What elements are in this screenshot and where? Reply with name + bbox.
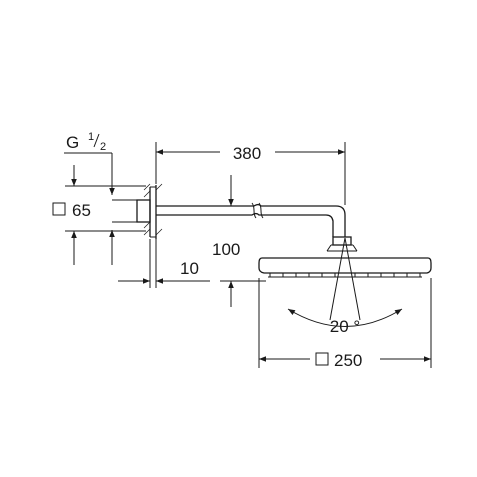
arm-connector: [326, 236, 358, 252]
wall-square-dimension: 65: [52, 165, 146, 265]
square-symbol: [315, 352, 329, 366]
spray-angle-annotation: 20 °: [287, 237, 403, 336]
spray-angle-label: 20 °: [330, 317, 360, 336]
head-square-dimension: 250: [258, 278, 432, 370]
thread-size-annotation: G 1 2: [64, 131, 115, 265]
head-square-label: 250: [334, 351, 362, 370]
thread-prefix: G: [66, 133, 79, 152]
thread-denominator: 2: [100, 141, 106, 153]
drop-label: 100: [212, 240, 240, 259]
thread-numerator: 1: [88, 131, 94, 143]
nozzle-row: [269, 273, 421, 277]
drop-dimension: 100: [212, 175, 266, 307]
square-symbol: [52, 202, 66, 216]
flange-depth-dimension: 10: [118, 239, 210, 288]
arm-length-dimension: 380: [155, 142, 346, 205]
wall-flange: [136, 183, 163, 239]
shower-head: [258, 257, 432, 278]
arm-length-label: 380: [233, 144, 261, 163]
shower-arm: [156, 202, 346, 237]
wall-square-label: 65: [72, 201, 91, 220]
flange-depth-label: 10: [180, 259, 199, 278]
